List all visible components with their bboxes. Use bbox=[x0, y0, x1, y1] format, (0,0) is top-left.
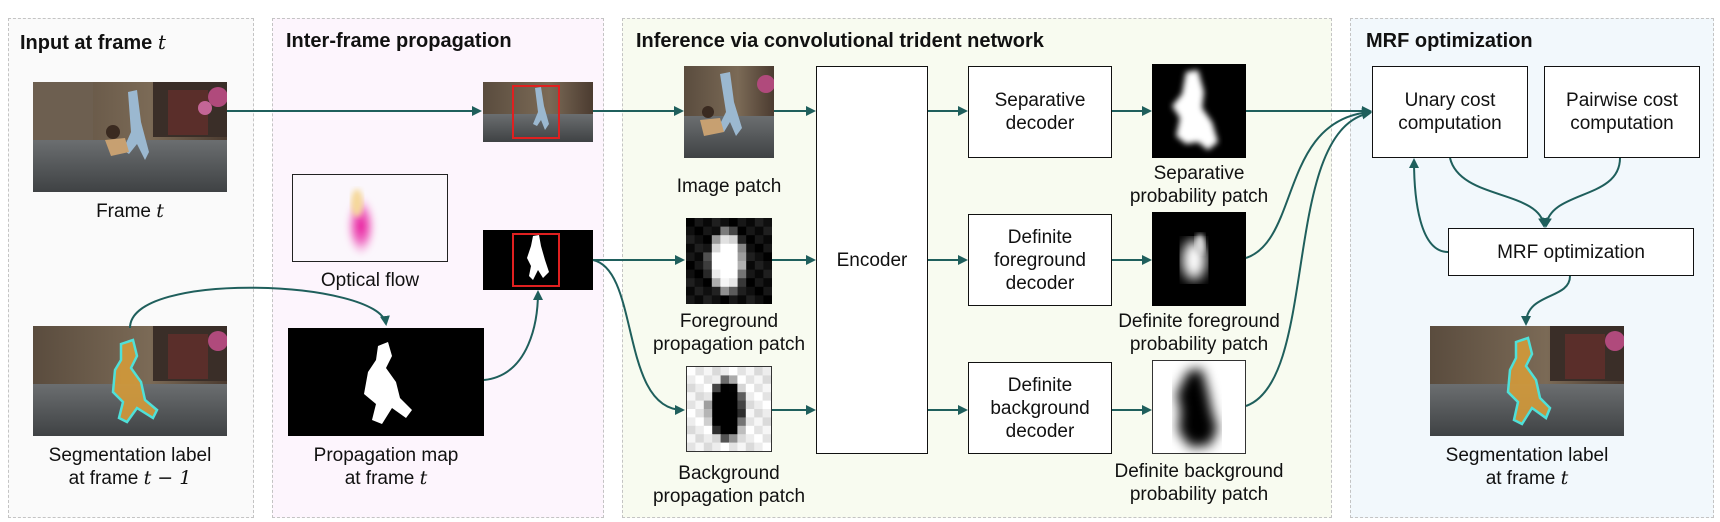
caption-bg-propagation-patch: Background propagation patch bbox=[652, 463, 806, 507]
background-probability-patch bbox=[1152, 360, 1246, 454]
frame-t-image bbox=[33, 82, 227, 192]
caption-fg-propagation-patch: Foreground propagation patch bbox=[652, 311, 806, 355]
image-patch bbox=[684, 66, 774, 158]
caption-foreground-probability: Definite foreground probability patch bbox=[1118, 311, 1280, 355]
panel-title-mrf: MRF optimization bbox=[1366, 30, 1533, 52]
caption-separative-probability: Separative probability patch bbox=[1129, 163, 1269, 207]
caption-frame-t: Frame t bbox=[96, 200, 164, 222]
background-propagation-patch bbox=[686, 366, 772, 452]
panel-title-input: Input at frame t bbox=[20, 30, 166, 54]
foreground-probability-patch bbox=[1152, 212, 1246, 306]
caption-seg-label-prev: Segmentation label at frame t − 1 bbox=[48, 445, 212, 489]
caption-background-probability: Definite background probability patch bbox=[1114, 461, 1284, 505]
caption-seg-label-output: Segmentation label at frame t bbox=[1445, 445, 1609, 489]
foreground-propagation-patch bbox=[686, 218, 772, 304]
caption-image-patch: Image patch bbox=[676, 176, 782, 197]
propagation-map-image bbox=[288, 328, 484, 436]
mrf-optimization-box: MRF optimization bbox=[1448, 228, 1694, 276]
propagation-crop-image bbox=[483, 230, 593, 290]
panel-title-propagation: Inter-frame propagation bbox=[286, 30, 512, 52]
separative-probability-patch bbox=[1152, 64, 1246, 158]
segmentation-label-output-image bbox=[1430, 326, 1624, 436]
encoder-box: Encoder bbox=[816, 66, 928, 454]
optical-flow-image bbox=[292, 174, 448, 262]
caption-propagation-map: Propagation map at frame t bbox=[313, 445, 459, 489]
frame-crop-image bbox=[483, 82, 593, 142]
segmentation-label-prev-image bbox=[33, 326, 227, 436]
panel-title-inference: Inference via convolutional trident netw… bbox=[636, 30, 1044, 52]
caption-optical-flow: Optical flow bbox=[320, 270, 420, 291]
